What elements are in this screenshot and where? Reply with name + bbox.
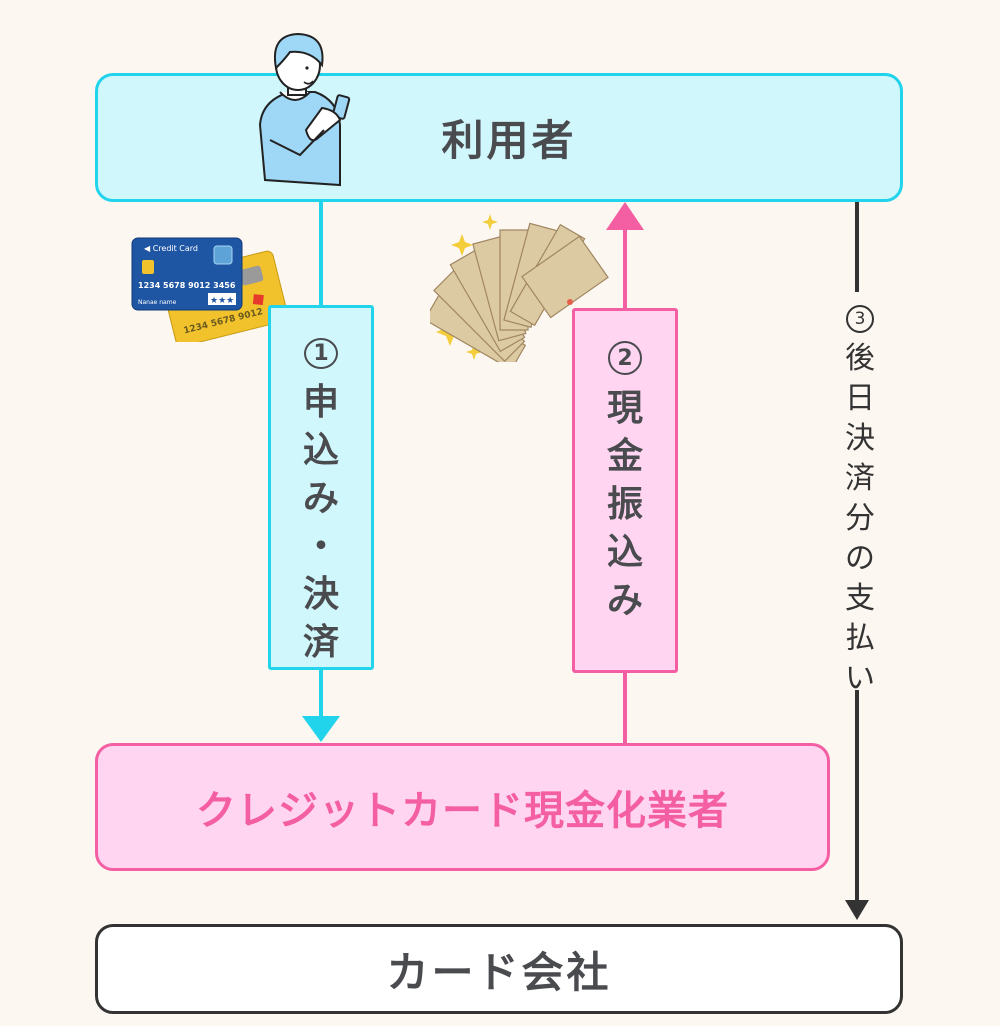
dealer-node — [95, 743, 830, 871]
step2-number: 2 — [608, 341, 642, 375]
step2-char: 込 — [606, 532, 643, 573]
step2-char: 現 — [606, 388, 643, 429]
step3-char: 分 — [845, 501, 875, 536]
card-company-node — [95, 924, 903, 1014]
step2-char: 振 — [606, 484, 643, 525]
step3-char: 済 — [845, 461, 875, 496]
card-company-label: カード会社 — [386, 947, 612, 997]
step1-char: み — [302, 478, 339, 519]
step1-char: 決 — [302, 574, 339, 615]
person-with-phone-icon — [258, 32, 351, 187]
step1-char: 済 — [302, 622, 339, 663]
step3-char: 日 — [845, 381, 875, 416]
step3-char: 後 — [845, 341, 875, 376]
credit-cards-icon: 1234 5678 9012 ◀ Credit Card 1234 5678 9… — [131, 237, 289, 342]
step1-char: ・ — [302, 526, 339, 567]
step3-char: 払 — [845, 621, 875, 656]
dealer-label: クレジットカード現金化業者 — [196, 788, 729, 834]
step3-char: 支 — [845, 581, 875, 616]
step2-char: み — [606, 580, 643, 621]
money-bills-icon — [430, 214, 609, 362]
step1-arrowhead — [302, 716, 340, 742]
step3-label: 3 後 日 決 済 分 の 支 払 い — [835, 305, 885, 699]
user-node — [95, 73, 903, 202]
step3-char: の — [845, 541, 875, 576]
svg-text:★★★: ★★★ — [210, 296, 234, 306]
step2-arrowhead — [606, 202, 644, 230]
step2-char: 金 — [606, 436, 643, 477]
step3-number: 3 — [846, 305, 874, 333]
step1-char: 込 — [302, 430, 339, 471]
svg-text:Nanae name: Nanae name — [138, 299, 177, 306]
step3-arrowhead — [845, 900, 869, 920]
step1-box: 1 申 込 み ・ 決 済 — [268, 305, 374, 670]
step3-char: 決 — [845, 421, 875, 456]
step3-char: い — [845, 661, 875, 696]
svg-text:◀ Credit Card: ◀ Credit Card — [144, 244, 198, 253]
user-label: 利用者 — [441, 116, 577, 165]
step2-box: 2 現 金 振 込 み — [572, 308, 678, 673]
step1-number: 1 — [304, 338, 338, 369]
step1-char: 申 — [302, 382, 339, 423]
svg-text:1234 5678 9012 3456: 1234 5678 9012 3456 — [138, 281, 236, 290]
